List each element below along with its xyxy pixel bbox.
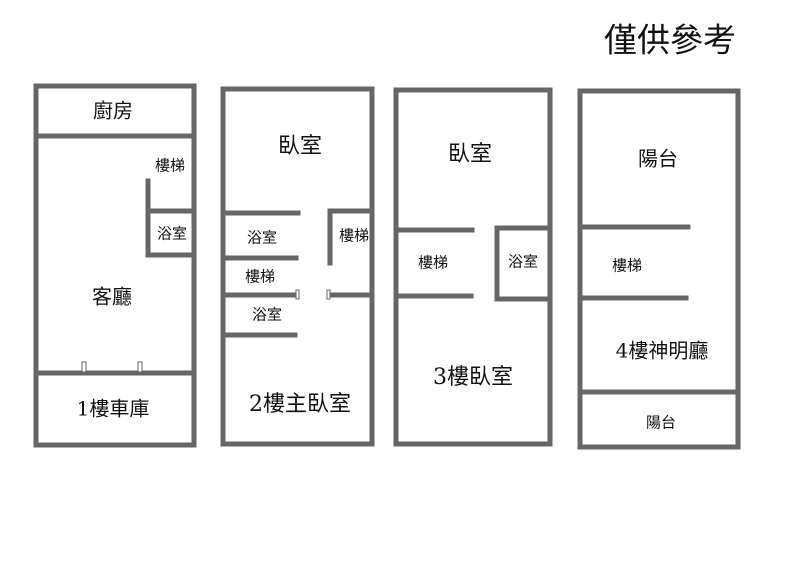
floor-3-plan: 臥室 樓梯 浴室 3樓臥室 <box>393 87 553 447</box>
room-label: 陽台 <box>646 414 676 432</box>
door-marker <box>295 289 300 300</box>
floor-label: 3樓臥室 <box>433 365 513 390</box>
room-label: 臥室 <box>448 142 492 167</box>
floor-4-outer-wall <box>577 88 741 450</box>
room-label: 浴室 <box>508 253 538 271</box>
room-label: 浴室 <box>252 306 282 324</box>
room-label: 客廳 <box>92 285 132 309</box>
floor-label: 1樓車庫 <box>77 397 150 421</box>
floor-label: 2樓主臥室 <box>249 392 351 417</box>
room-label: 樓梯 <box>245 268 275 286</box>
disclaimer-title: 僅供參考 <box>604 21 736 60</box>
floor-3-outer-wall <box>393 87 553 447</box>
floor-1-outer-wall <box>33 83 197 448</box>
room-label: 樓梯 <box>155 157 185 175</box>
room-label: 樓梯 <box>612 257 642 275</box>
room-label: 浴室 <box>157 225 187 243</box>
floor-label: 4樓神明廳 <box>616 339 709 363</box>
door-marker <box>137 361 143 373</box>
room-label: 臥室 <box>278 134 322 159</box>
floor-2-outer-wall <box>220 86 375 447</box>
floor-1-plan: 廚房 樓梯 浴室 客廳 1樓車庫 <box>33 83 197 448</box>
room-label: 陽台 <box>638 147 678 171</box>
room-label: 廚房 <box>93 99 133 123</box>
floor-4-plan: 陽台 樓梯 4樓神明廳 陽台 <box>577 88 741 450</box>
room-label: 樓梯 <box>339 227 369 245</box>
room-label: 浴室 <box>247 229 277 247</box>
floor-2-plan: 臥室 浴室 樓梯 樓梯 浴室 2樓主臥室 <box>220 86 375 447</box>
door-marker <box>326 289 331 300</box>
door-marker <box>81 361 87 373</box>
room-label: 樓梯 <box>418 254 448 272</box>
